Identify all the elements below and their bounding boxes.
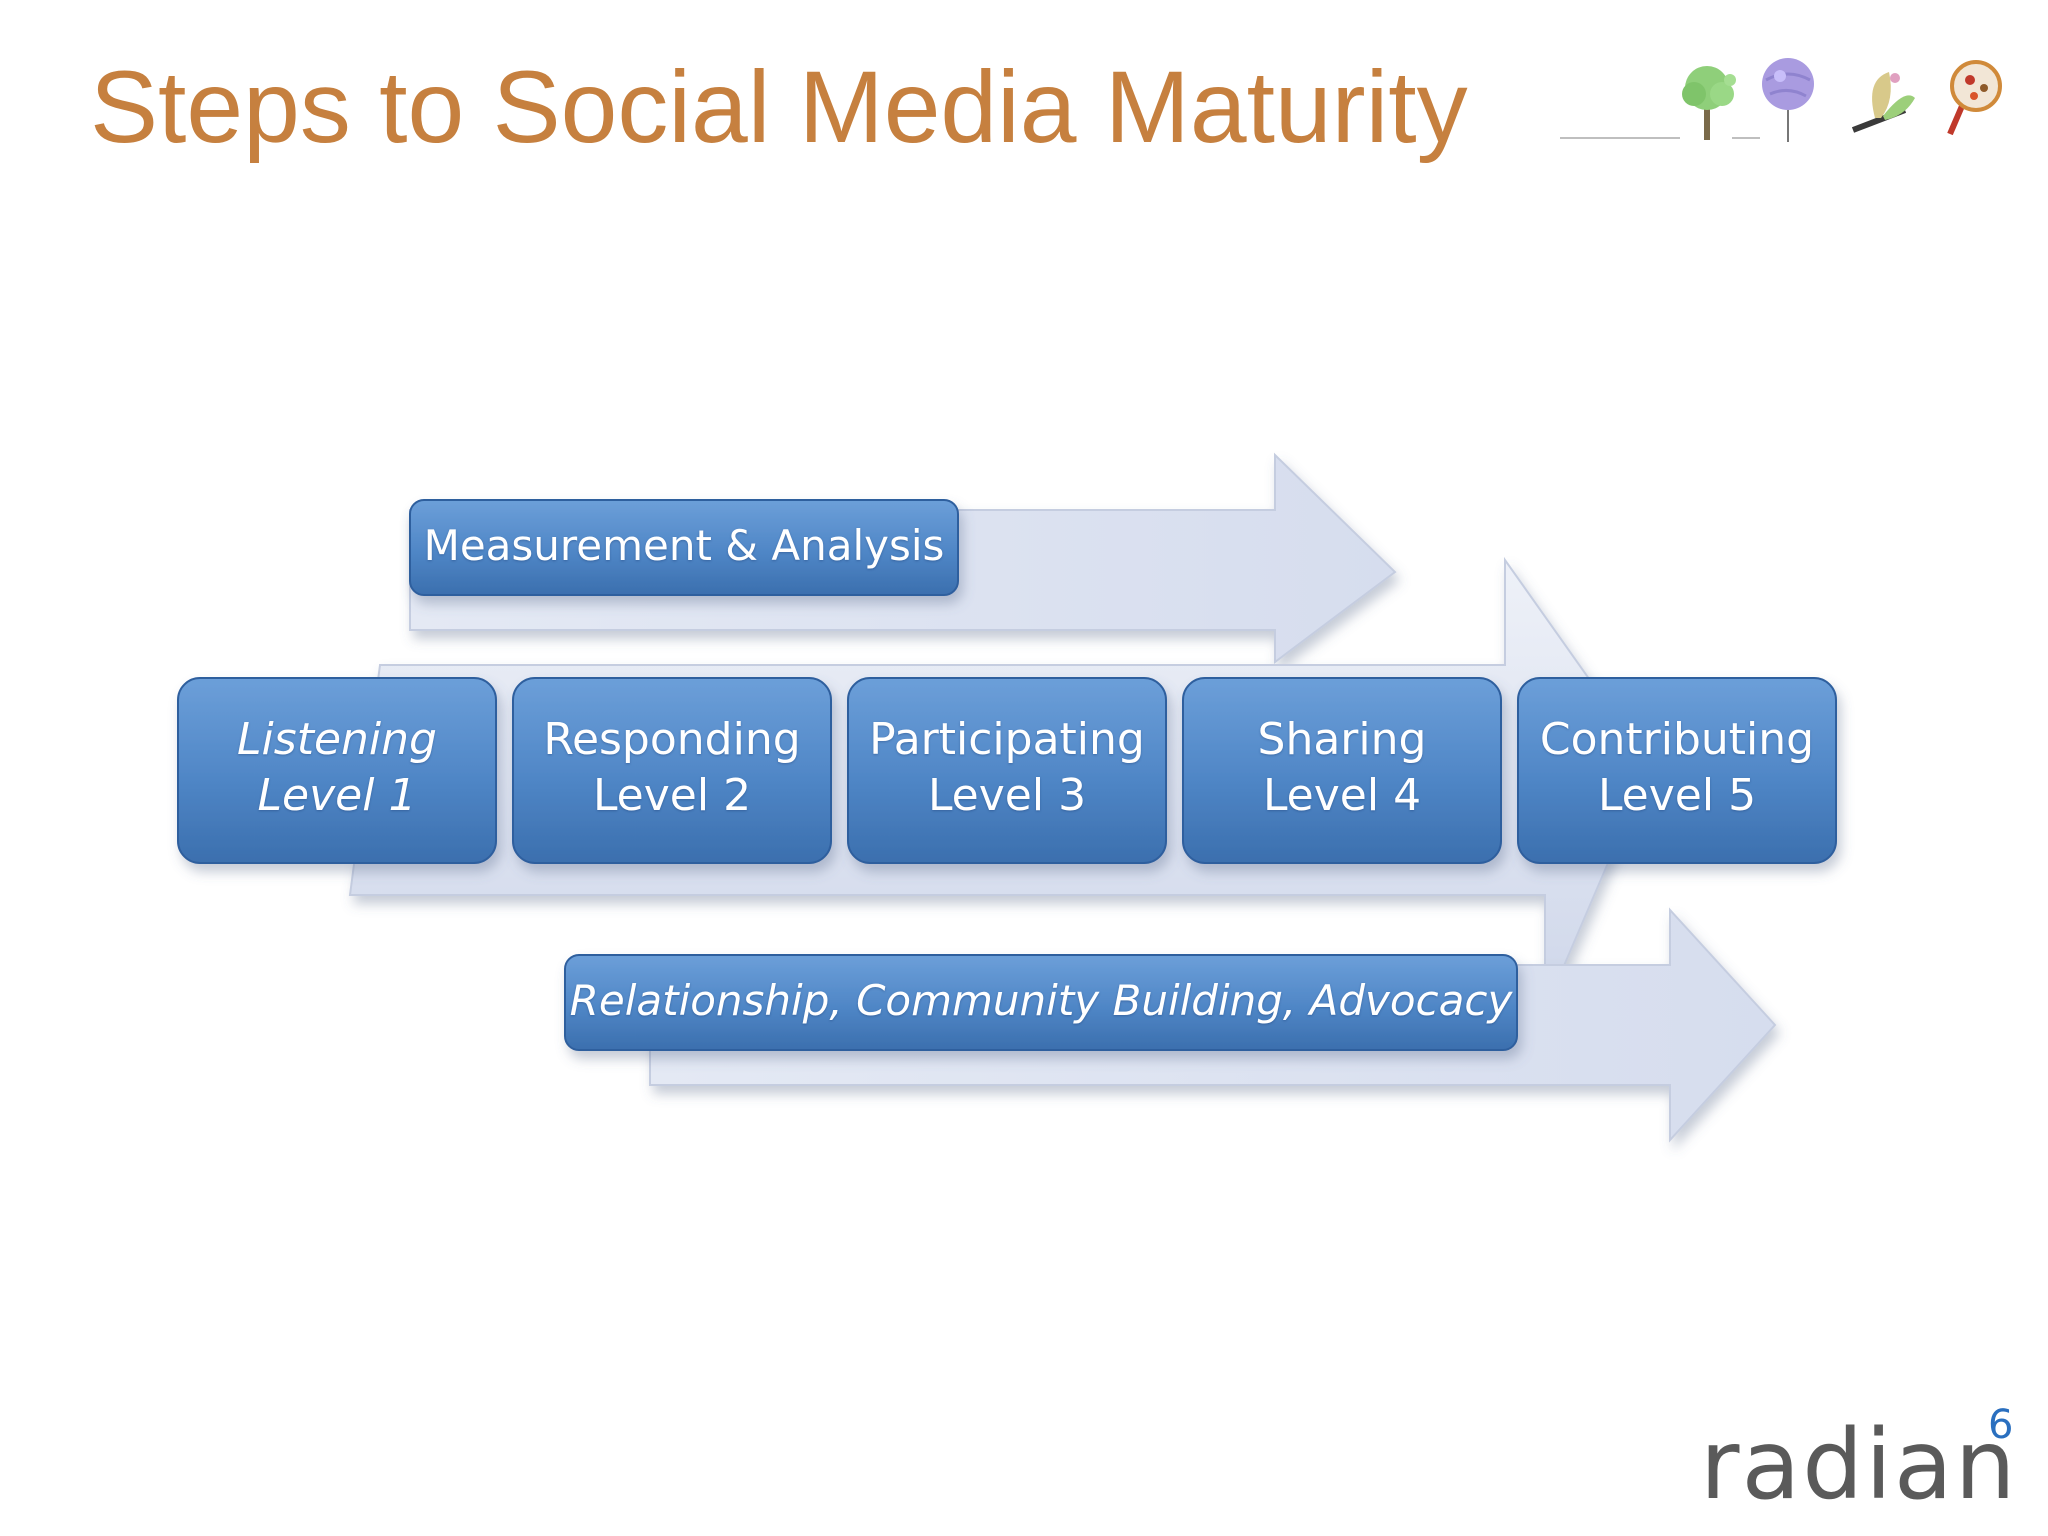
level-2-number: Level 2 [592,770,752,821]
level-box-5 [1517,677,1837,864]
relationship-advocacy-text: Relationship, Community Building, Advoca… [569,975,1513,1025]
level-box-4 [1182,677,1502,864]
level-2-label: Responding Level 2 [513,678,831,858]
level-box-3 [847,677,1167,864]
level-4-number: Level 4 [1262,770,1422,821]
logo-text: radian [1700,1409,2018,1521]
level-box-2 [512,677,832,864]
level-4-label: Sharing Level 4 [1183,678,1501,858]
level-box-1 [177,677,497,864]
level-3-name: Participating [869,714,1145,765]
magnifier-icon [1947,60,2002,136]
measurement-analysis-text: Measurement & Analysis [423,520,945,570]
radian6-logo: radian 6 [1700,1402,2020,1521]
level-3-label: Participating Level 3 [848,678,1166,858]
relationship-advocacy-label: Relationship, Community Building, Advoca… [565,955,1517,1045]
level-3-number: Level 3 [927,770,1087,821]
measurement-analysis-label: Measurement & Analysis [410,500,958,590]
level-4-name: Sharing [1257,714,1427,765]
level-5-label: Contributing Level 5 [1518,678,1836,858]
logo-superscript: 6 [1988,1402,2014,1448]
level-1-label: Listening Level 1 [178,678,496,858]
level-5-name: Contributing [1539,714,1815,765]
corner-icons [1560,58,2002,142]
level-1-name: Listening [237,714,437,765]
tree-icon [1682,66,1736,140]
butterfly-icon [1851,72,1915,133]
level-2-name: Responding [543,714,801,765]
level-5-number: Level 5 [1597,770,1757,821]
relationship-bar-box [564,954,1518,1051]
measurement-bar-box [409,499,959,596]
level-1-number: Level 1 [257,770,417,821]
balloon-globe-icon [1762,58,1814,142]
slide-title: Steps to Social Media Maturity [90,50,1468,164]
